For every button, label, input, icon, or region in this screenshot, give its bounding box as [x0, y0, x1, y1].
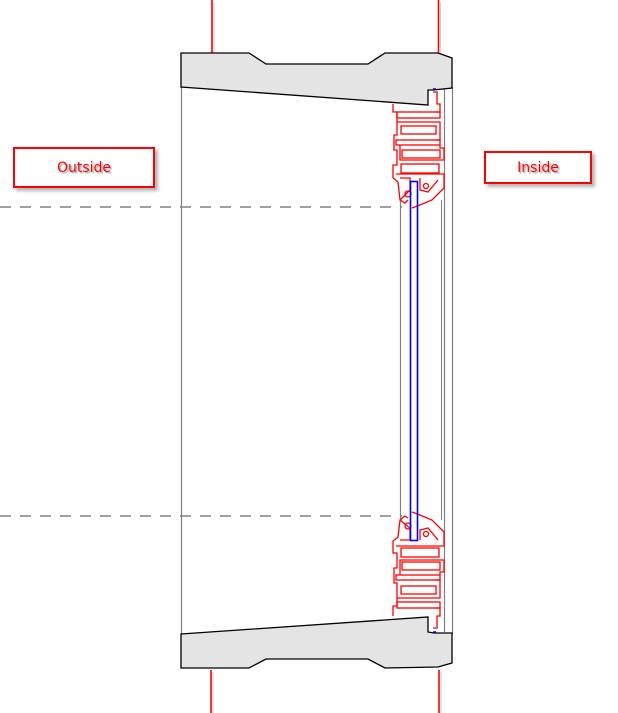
- glass-pane: [409, 88, 436, 633]
- inside-label-text: Inside: [517, 159, 559, 176]
- dashed-reference-lines: [0, 206, 402, 517]
- inside-label: Inside: [484, 151, 592, 184]
- sill-wall-slab: [180, 616, 453, 669]
- top-extension-lines: [211, 0, 441, 55]
- head-wall-slab: [180, 52, 453, 106]
- outside-label: Outside: [13, 147, 155, 188]
- head-frame-profile: [392, 91, 445, 209]
- wall-jamb-lines: [180, 87, 454, 634]
- bottom-extension-lines: [210, 670, 442, 713]
- outside-label-text: Outside: [56, 159, 112, 176]
- sill-frame-profile: [392, 511, 445, 629]
